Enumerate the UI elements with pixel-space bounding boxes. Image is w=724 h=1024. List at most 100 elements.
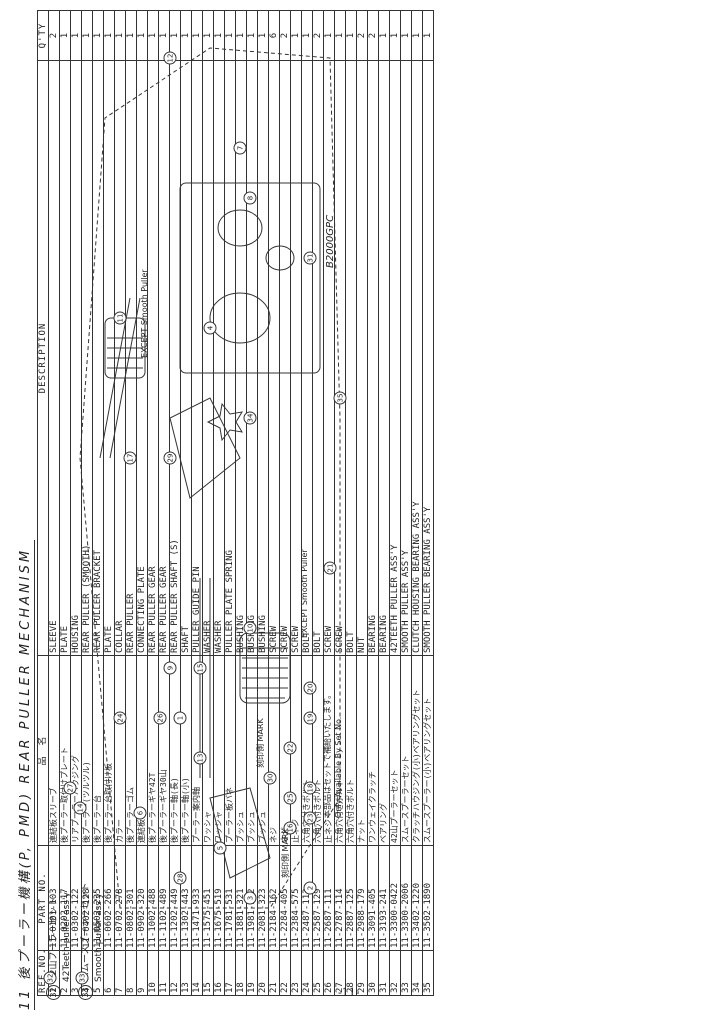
cell-description: NUT (356, 60, 368, 656)
bearing-icon (217, 209, 263, 247)
svg-text:28: 28 (177, 874, 185, 883)
svg-text:17: 17 (127, 454, 135, 463)
model-label: B2000GPC (325, 214, 336, 268)
callout-29: 29 (163, 451, 177, 465)
svg-text:23: 23 (307, 814, 315, 823)
cell-name-jp: スムースプーラーセット (400, 655, 412, 846)
diagram-panel: 11 後プーラー機構(P, PMD) REAR PULLER MECHANISM… (10, 28, 355, 1018)
cell-description: CLUTCH HOUSING BEARING ASS'Y (411, 60, 423, 656)
callout-11: 11 (113, 311, 127, 325)
cell-qty: 2 (356, 10, 368, 61)
bearing-inset (179, 182, 321, 374)
cell-qty: 1 (378, 10, 390, 61)
svg-text:35: 35 (337, 394, 345, 403)
svg-text:26: 26 (157, 713, 165, 722)
cell-ref: 33 (400, 950, 412, 996)
svg-text:5: 5 (217, 846, 225, 850)
assembly-outline (79, 47, 341, 909)
svg-text:6: 6 (137, 810, 145, 815)
except-smooth-note: EXCEPT Smooth Puller (140, 269, 149, 358)
svg-text:27: 27 (67, 784, 75, 793)
cell-description: SMOOTH PULLER ASS'Y (400, 60, 412, 656)
callout-14: 14 (73, 801, 87, 815)
callout-35: 35 (333, 391, 347, 405)
callout-2: 2 (303, 881, 317, 895)
shaft-icon (199, 578, 211, 778)
cell-name-jp: スムースプーラー(小)ベアリングセット (422, 655, 434, 846)
svg-text:7: 7 (237, 146, 245, 150)
cell-part-no: 11-3502-1890 (422, 845, 434, 951)
svg-text:8: 8 (247, 196, 255, 200)
bracket-icon (209, 787, 271, 879)
bearing-icon (209, 292, 271, 344)
callout-17: 17 (123, 451, 137, 465)
cell-ref: 35 (422, 950, 434, 996)
cell-description: SMOOTH PULLER BEARING ASS'Y (422, 60, 434, 656)
cell-ref: 31 (378, 950, 390, 996)
svg-text:22: 22 (287, 744, 295, 753)
callout-34: 34 (243, 411, 257, 425)
svg-text:34: 34 (247, 413, 255, 422)
cell-ref: 32 (389, 950, 401, 996)
cell-description: 42TEETH PULLER ASS'Y (389, 60, 401, 656)
cell-description: BEARING (378, 60, 390, 656)
cell-description: BEARING (367, 60, 379, 656)
cell-name-jp: 42山プーラーセット (389, 655, 401, 846)
svg-text:16: 16 (287, 823, 295, 832)
svg-text:25: 25 (287, 794, 295, 803)
callout-3: 3 (243, 891, 257, 905)
callout-28: 28 (173, 871, 187, 885)
cell-name-jp: クラッチハウジング(小)ベアリングセット (411, 655, 423, 846)
callout-18: 18 (303, 781, 317, 795)
cell-part-no: 11-3300-0422 (389, 845, 401, 951)
svg-text:33: 33 (79, 974, 87, 983)
set-note-jp: 本部品はセットで補給いたします。 (323, 690, 332, 818)
cell-part-no: 11-2988-179 (356, 845, 368, 951)
callout-33: 33 (75, 971, 89, 985)
callout-5: 5 (213, 841, 227, 855)
callout-15: 15 (193, 661, 207, 675)
mark-label: 刻印側 MARK (281, 828, 290, 878)
svg-text:14: 14 (77, 803, 85, 812)
callout-21: 21 (323, 561, 337, 575)
callout-6: 6 (133, 806, 147, 820)
cell-qty: 2 (367, 10, 379, 61)
cell-qty: 1 (411, 10, 423, 61)
callout-25: 25 (283, 791, 297, 805)
callout-16: 16 (283, 821, 297, 835)
svg-text:24: 24 (117, 713, 125, 722)
svg-text:13: 13 (197, 754, 205, 763)
cell-part-no: 11-3300-2006 (400, 845, 412, 951)
callout-20: 20 (303, 681, 317, 695)
bracket-icon (169, 397, 241, 499)
cell-part-no: 11-3193-241 (378, 845, 390, 951)
cell-part-no: 11-3091-405 (367, 845, 379, 951)
svg-text:9: 9 (167, 666, 175, 670)
except-smooth-note: EXCEPT Smooth Puller (300, 549, 309, 638)
set-note-en: Only Available By Set No. (334, 716, 343, 818)
svg-text:11: 11 (117, 314, 125, 323)
callout-4: 4 (203, 321, 217, 335)
callout-32: 32 (43, 971, 57, 985)
svg-text:4: 4 (207, 325, 215, 330)
callout-26: 26 (153, 711, 167, 725)
cell-ref: 30 (367, 950, 379, 996)
svg-text:3: 3 (247, 896, 255, 900)
svg-text:29: 29 (167, 454, 175, 463)
callout-9: 9 (163, 661, 177, 675)
cell-name-jp: ベアリング (378, 655, 390, 846)
svg-text:32: 32 (47, 974, 55, 983)
callout-layer: 1234567891011121314151617181920212223242… (43, 51, 347, 985)
svg-text:15: 15 (197, 664, 205, 673)
svg-text:30: 30 (267, 774, 275, 783)
callout-10: 10 (243, 621, 257, 635)
cell-qty: 1 (422, 10, 434, 61)
callout-12: 12 (163, 51, 177, 65)
svg-text:21: 21 (327, 564, 335, 573)
mark-label: 刻印側 MARK (256, 718, 265, 768)
cell-name-jp: ワンウェイクラッチ (367, 655, 379, 846)
